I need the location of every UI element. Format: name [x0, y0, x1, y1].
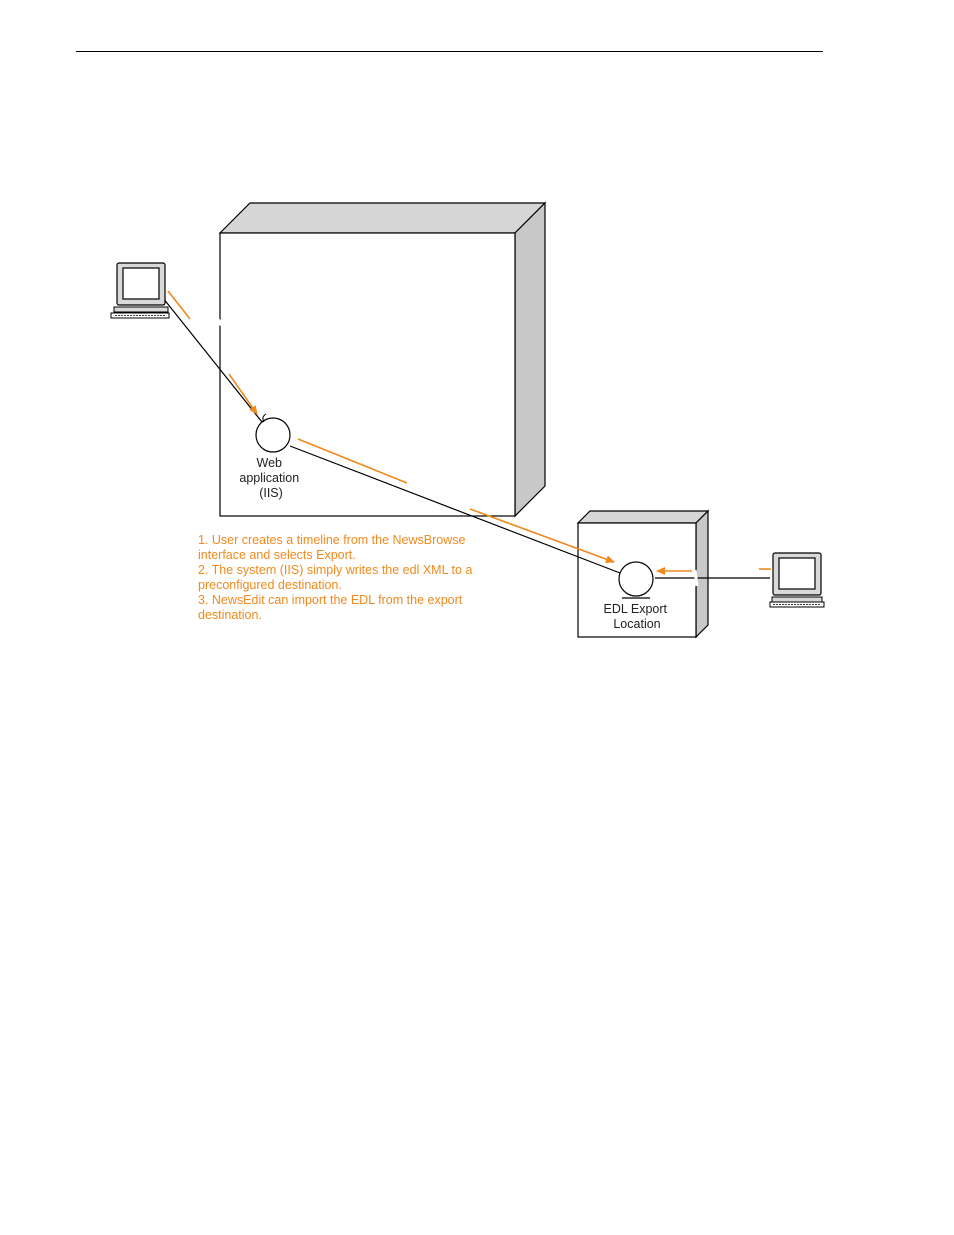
step-line: 2. The system (IIS) simply writes the ed…: [198, 563, 472, 577]
link-client-to-webapp: [162, 297, 263, 423]
step-line: 1. User creates a timeline from the News…: [198, 533, 466, 547]
edl-export-node: [618, 561, 654, 599]
flow-step1-arrow: [228, 373, 258, 415]
flow-step1-segment: [167, 290, 191, 320]
flow-step2-segment: [297, 438, 408, 484]
web-application-label-line: Web: [257, 456, 283, 470]
computer-icon: [110, 262, 170, 319]
step-line: destination.: [198, 608, 262, 622]
header-rule: [76, 51, 823, 52]
web-application-label-line: (IIS): [259, 486, 283, 500]
link-webapp-to-edl: [289, 445, 621, 574]
edl-export-label: EDL Export Location: [604, 602, 671, 631]
web-server-box: [218, 201, 547, 518]
edl-export-label-line: EDL Export: [604, 602, 668, 616]
web-application-label-line: application: [239, 471, 299, 485]
workflow-steps: 1. User creates a timeline from the News…: [198, 533, 476, 622]
web-application-label: Web application (IIS): [239, 456, 302, 500]
edl-export-box: [576, 509, 710, 639]
web-application-node: [255, 413, 291, 453]
step-line: interface and selects Export.: [198, 548, 356, 562]
computer-icon: [769, 552, 825, 608]
edl-export-label-line: Location: [613, 617, 660, 631]
flow-step2-arrow: [469, 508, 615, 563]
step-line: preconfigured destination.: [198, 578, 342, 592]
step-line: 3. NewsEdit can import the EDL from the …: [198, 593, 463, 607]
